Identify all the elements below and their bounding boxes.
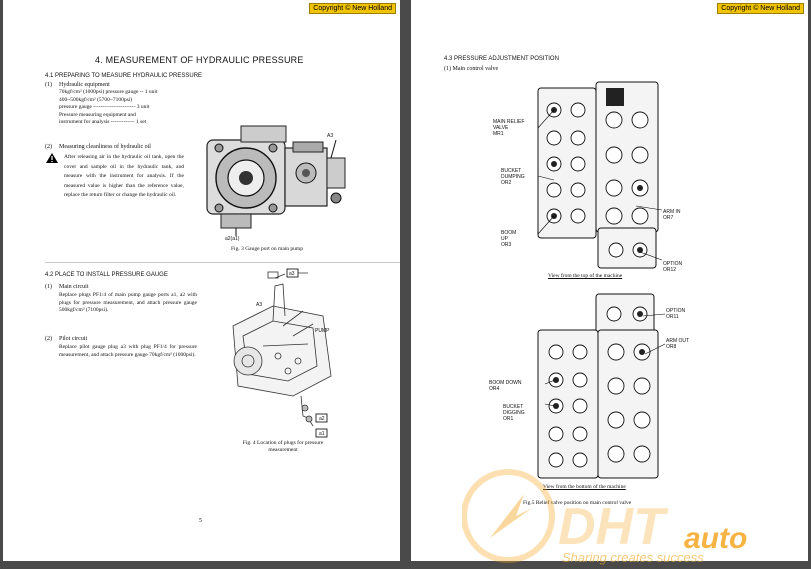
main-control-valve-heading: (1) Main control valve — [444, 66, 499, 72]
label-option-or11: OPTION OR11 — [666, 308, 686, 320]
fig4-label-a1: a1 — [319, 431, 325, 437]
bottom-view-leader-lines — [544, 313, 666, 407]
top-view-caption: View from the top of the machine — [548, 273, 623, 279]
equipment-line: 70kgf/cm² (1000psi) pressure gauge -- 1 … — [59, 89, 158, 95]
fig3-label-a2-a1: a2(a1) — [225, 236, 240, 242]
fig4-pump-drawing — [232, 268, 332, 438]
fig3-label-a3: A3 — [327, 133, 334, 139]
warning-icon — [46, 153, 58, 163]
equipment-line: instrument for analysis ------------- 1 … — [59, 119, 147, 125]
fig3-pump-drawing — [206, 125, 346, 236]
fig4-label-A3: A3 — [256, 302, 263, 308]
label-bucket-dumping: BUCKET DUMPING OR2 — [501, 168, 525, 186]
bottom-view-caption: View from the bottom of the machine — [543, 484, 626, 490]
item-2-number: (2) — [45, 336, 52, 342]
svg-text:DHT: DHT — [558, 498, 669, 556]
item-1-number: (1) — [45, 284, 52, 290]
section-divider — [45, 262, 400, 263]
label-arm-in: ARM IN OR7 — [663, 209, 681, 221]
svg-text:Sharing creates success: Sharing creates success — [562, 550, 704, 565]
equipment-list: 70kgf/cm² (1000psi) pressure gauge -- 1 … — [59, 89, 199, 127]
page-title: 4. MEASUREMENT OF HYDRAULIC PRESSURE — [95, 55, 304, 65]
item-1-number: (1) — [45, 82, 52, 88]
section-4-1-title: 4.1 PREPARING TO MEASURE HYDRAULIC PRESS… — [45, 73, 203, 79]
item-2-heading: Measuring cleanliness of hydraulic oil — [59, 144, 151, 150]
section-4-2-title: 4.2 PLACE TO INSTALL PRESSURE GAUGE — [45, 272, 168, 278]
left-page: Copyright © New Holland 4. MEASUREMENT O… — [3, 0, 400, 561]
copyright-badge: Copyright © New Holland — [309, 3, 396, 14]
copyright-badge: Copyright © New Holland — [717, 3, 804, 14]
page-number: 5 — [199, 518, 202, 524]
right-page: Copyright © New Holland 4.3 PRESSURE ADJ… — [411, 0, 808, 561]
section-4-3-title: 4.3 PRESSURE ADJUSTMENT POSITION — [444, 56, 559, 62]
label-boom-down: BOOM DOWN OR4 — [489, 380, 522, 392]
label-option-or12: OPTION OR12 — [663, 261, 683, 273]
equipment-line: 400~500kgf/cm² (5700~7100psi) — [59, 96, 133, 103]
label-main-relief-valve: MAIN RELIEF VALVE MR1 — [493, 119, 525, 137]
equipment-line: Pressure measuring equipment and — [59, 111, 136, 118]
label-boom-up: BOOM UP OR3 — [501, 230, 517, 248]
item-2-number: (2) — [45, 144, 52, 150]
fig4-label-a3-box: a3 — [289, 271, 295, 277]
label-arm-out: ARM OUT OR8 — [666, 338, 690, 350]
watermark-logo: DHT auto Sharing creates success — [462, 468, 807, 566]
fig4-label-a2: a2 — [319, 416, 325, 422]
fig5-caption: Fig.5 Relief valve position on main cont… — [523, 500, 632, 506]
bottom-view-valve-drawing — [537, 293, 659, 479]
warning-text: After releasing air in the hydraulic oil… — [64, 154, 184, 198]
item-1-heading: Hydraulic equipment — [59, 82, 110, 88]
item-1-heading: Main circuit — [59, 284, 89, 290]
svg-text:auto: auto — [684, 522, 747, 555]
item-2-heading: Pilot circuit — [59, 336, 88, 342]
fig3-caption: Fig. 3 Gauge port on main pump — [231, 246, 303, 252]
main-circuit-text: Replace plugs PF1/4 of main pump gauge p… — [59, 292, 197, 313]
label-bucket-digging: BUCKET DIGGING OR1 — [503, 404, 525, 422]
fig4-label-pump: PUMP — [315, 328, 330, 334]
watermark-mark: DHT auto Sharing creates success — [462, 469, 747, 565]
top-view-leader-lines — [537, 110, 663, 261]
pilot-circuit-text: Replace pilot gauge plug a3 with plug PF… — [59, 344, 197, 358]
equipment-line: pressure gauge ----------------------- 3… — [59, 104, 150, 110]
fig4-caption: Fig. 4 Location of plugs for pressure me… — [242, 440, 324, 453]
